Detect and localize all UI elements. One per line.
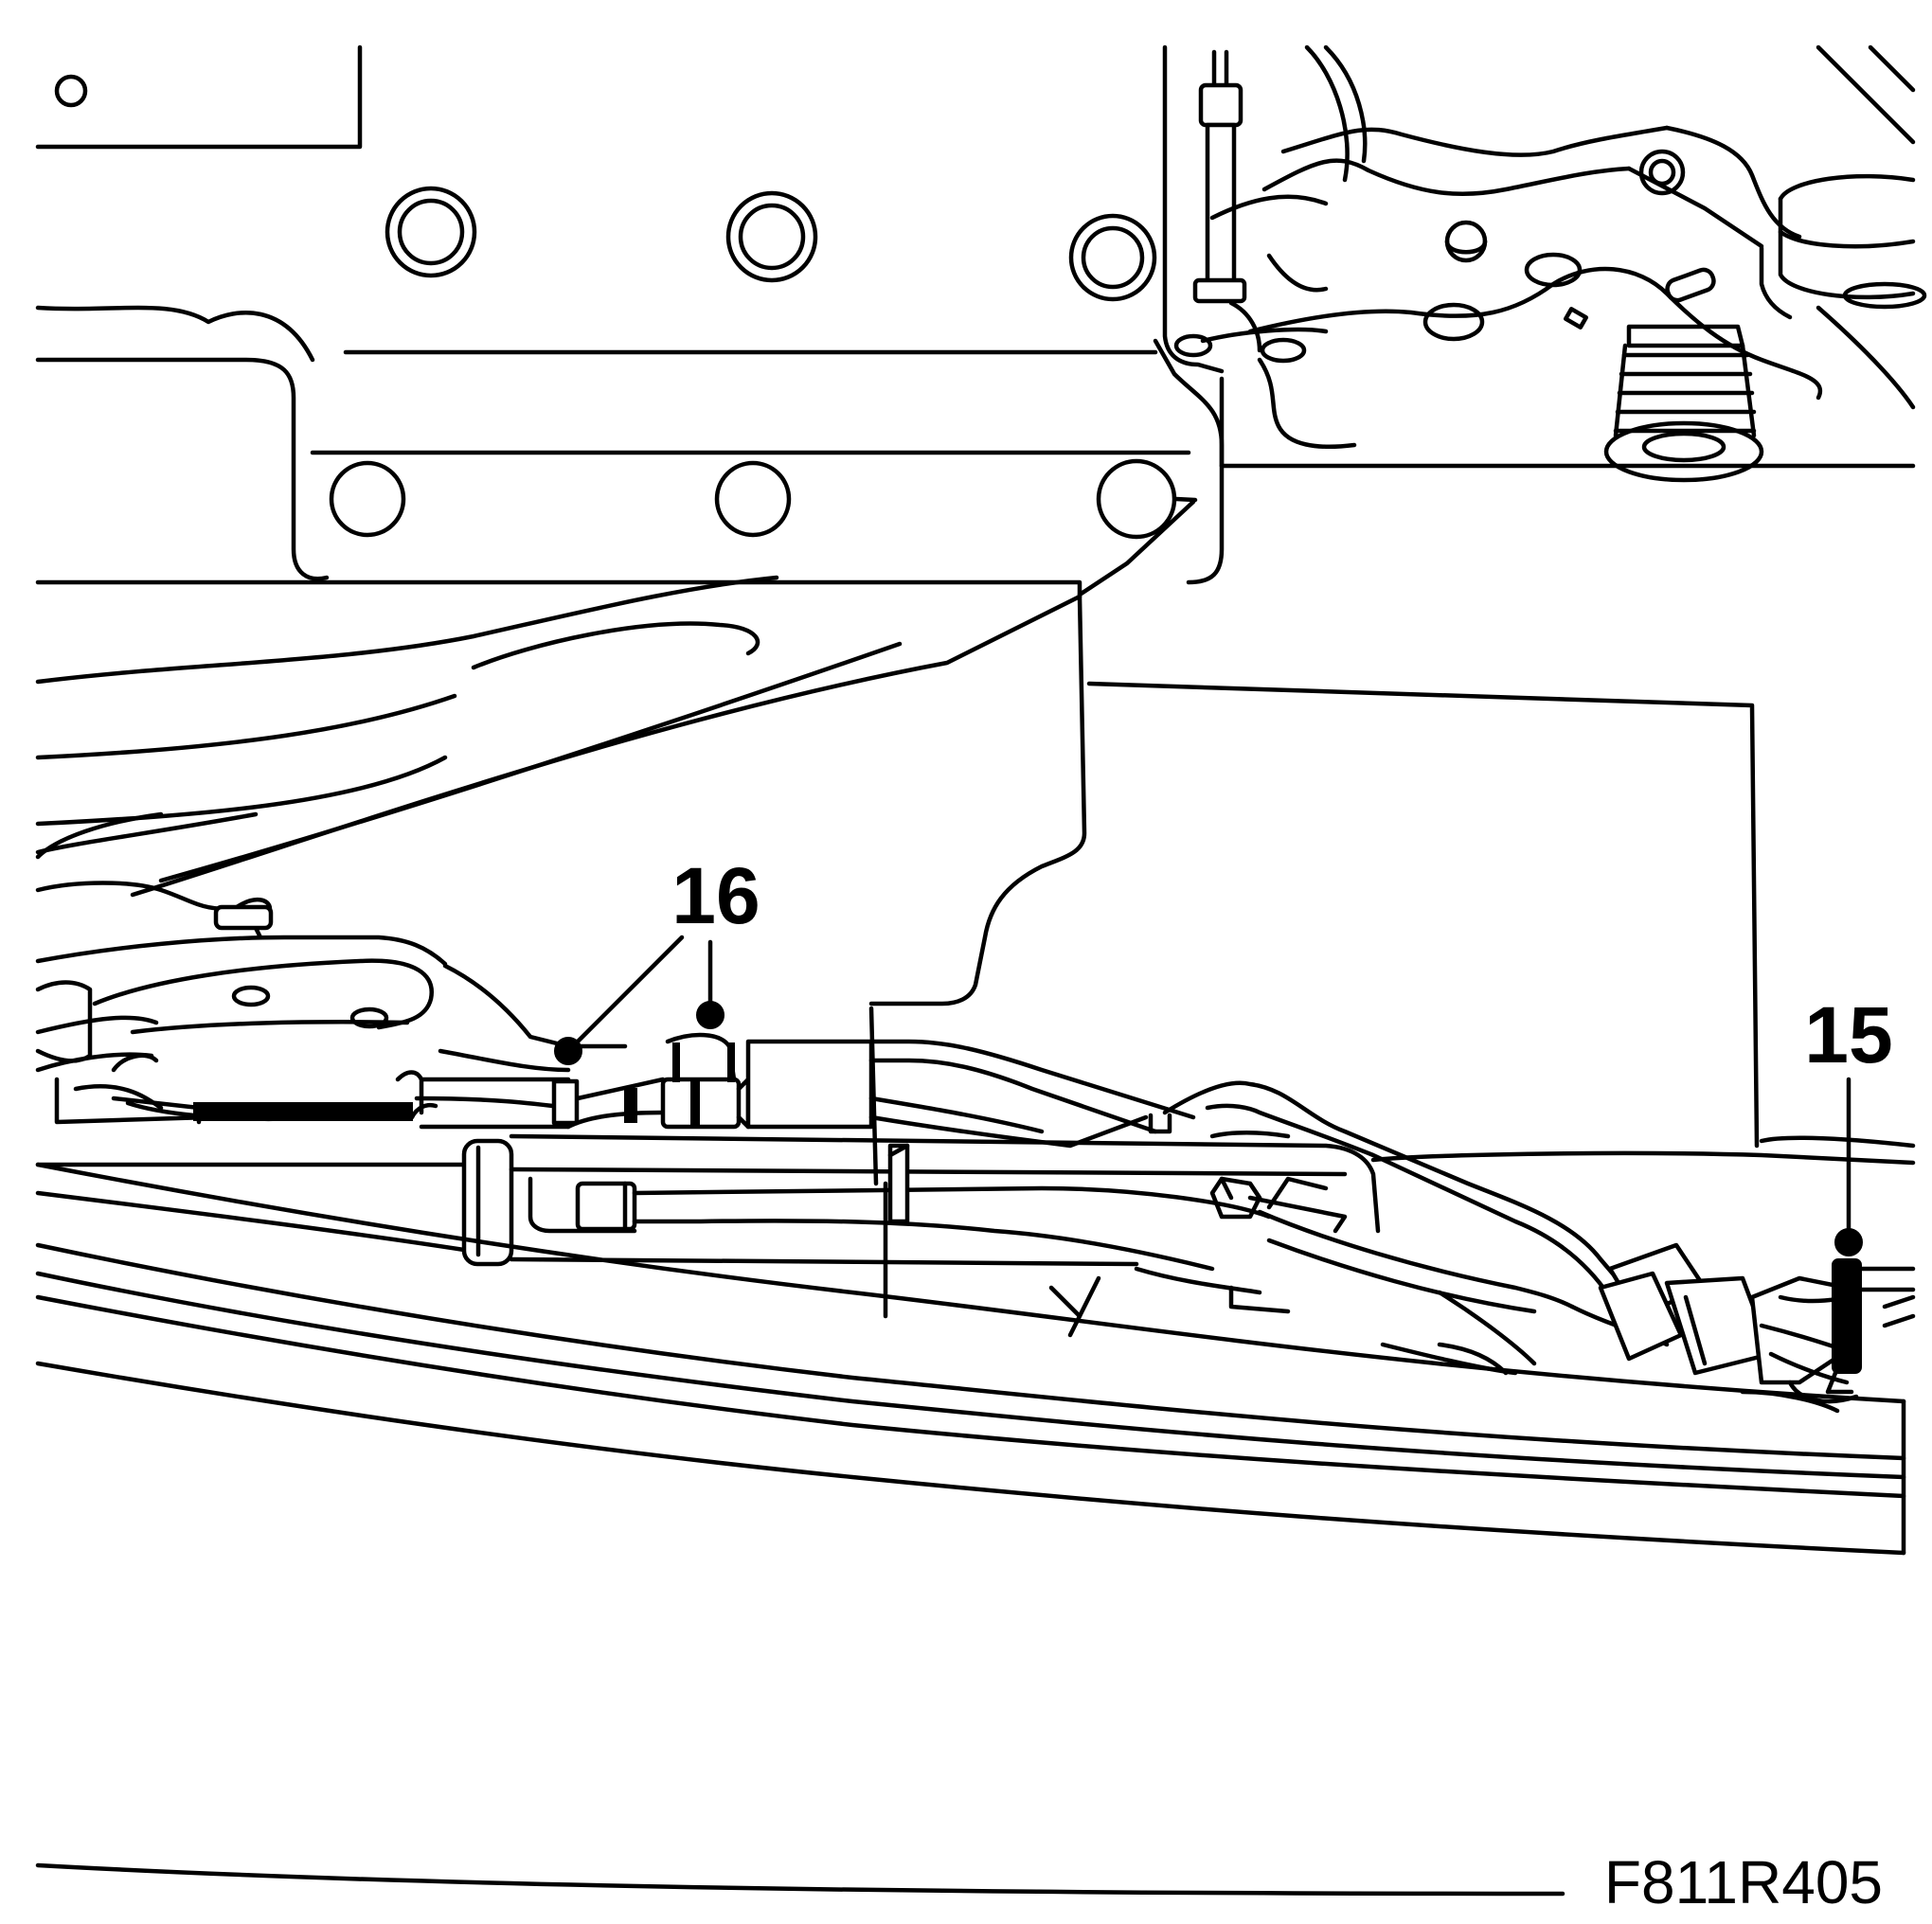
wiring-harness-left xyxy=(111,1032,874,1130)
upper-bolts xyxy=(385,186,1157,302)
callout-15: 15 xyxy=(1804,990,1893,1256)
figure-id-label: F811R405 xyxy=(1604,1848,1883,1916)
figure-id: F811R405 xyxy=(1604,1848,1883,1916)
cylinder xyxy=(35,1133,1840,1414)
top-left-bracket xyxy=(35,45,363,150)
lower-left-mechanism xyxy=(35,881,628,1125)
connector-15 xyxy=(1598,1242,1916,1404)
callout-16-label: 16 xyxy=(671,851,760,940)
frame-rails xyxy=(35,1162,1906,1897)
callout-15-label: 15 xyxy=(1804,990,1892,1079)
spring xyxy=(1603,324,1764,483)
upper-right-mechanism xyxy=(1162,45,1927,483)
center-block xyxy=(868,594,1760,1319)
callout-16: 16 xyxy=(554,851,760,1065)
gearbox-housing xyxy=(35,305,1225,599)
right-pulley xyxy=(1778,45,1927,410)
exhaust-pipe xyxy=(35,575,1082,898)
